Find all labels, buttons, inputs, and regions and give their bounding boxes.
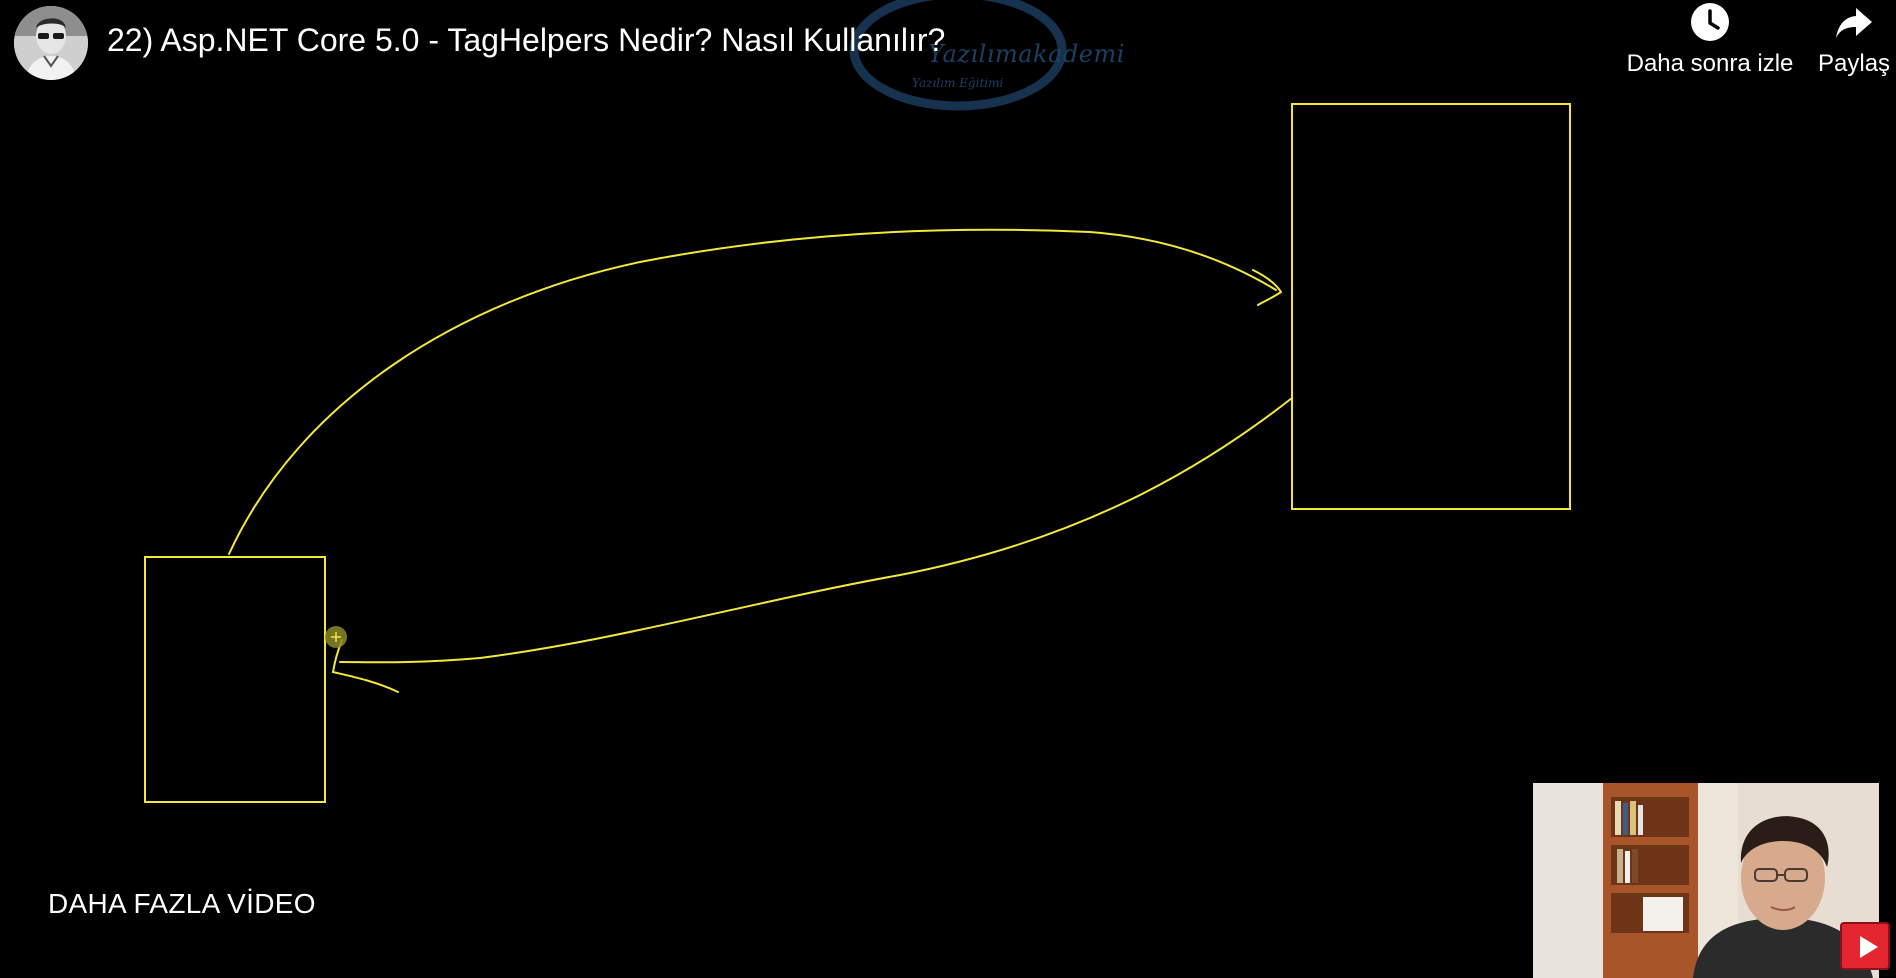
server-box [1291,103,1571,510]
share-button[interactable]: Paylaş [1814,0,1896,78]
response-arrow [339,397,1293,664]
watermark-text: Yazılımakademi [928,40,1125,68]
share-arrow-icon [1836,8,1872,38]
video-title[interactable]: 22) Asp.NET Core 5.0 - TagHelpers Nedir?… [107,22,946,58]
watermark-subtext: Yazılım Eğitimi [912,76,1004,90]
client-box [144,556,326,803]
more-videos-link[interactable]: DAHA FAZLA VİDEO [48,888,316,919]
channel-avatar[interactable] [14,6,88,80]
play-icon [1860,936,1878,958]
clock-icon [1691,3,1729,41]
request-arrow [228,228,1277,555]
request-arrowhead [1252,269,1283,306]
channel-avatar-photo-icon [14,6,88,80]
watch-later-button[interactable]: Daha sonra izle [1620,0,1800,78]
webcam-overlay [1533,783,1879,978]
watch-later-label: Daha sonra izle [1626,50,1794,77]
share-label: Paylaş [1818,50,1891,77]
response-arrowhead [331,639,399,693]
presenter-webcam-image [1533,783,1879,978]
cursor-crosshair [331,632,341,642]
watermark-logo [849,0,1067,111]
youtube-logo-button[interactable] [1840,922,1890,970]
